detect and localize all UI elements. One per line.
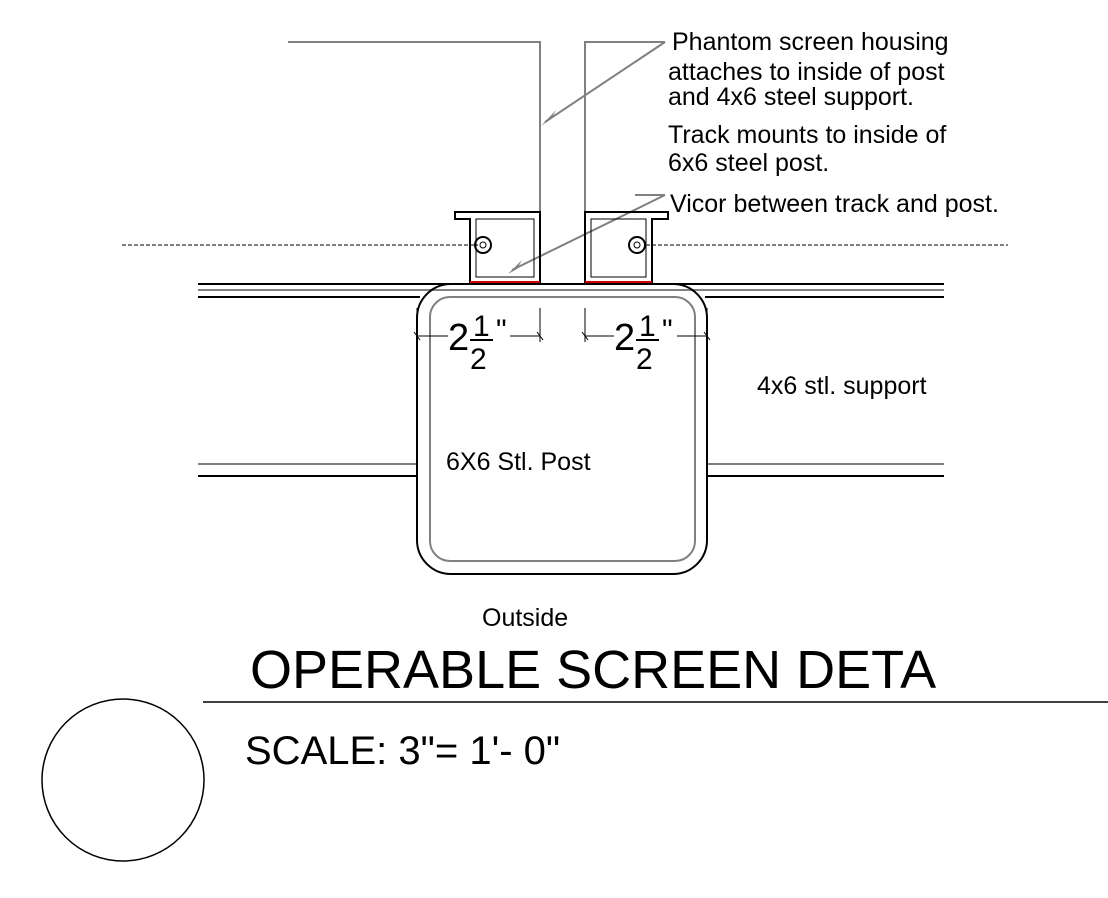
dimension-left-whole: 2	[448, 317, 469, 359]
label-support: 4x6 stl. support	[757, 372, 927, 400]
arrow-head-housing	[541, 110, 556, 126]
title-block: OPERABLE SCREEN DETA SCALE: 3"= 1'- 0"	[41, 640, 1108, 862]
dimension-right	[581, 308, 711, 342]
dimension-right-whole: 2	[614, 317, 635, 359]
right-track	[584, 211, 669, 284]
note-housing-line1: Phantom screen housing	[672, 28, 949, 56]
label-post: 6X6 Stl. Post	[446, 448, 591, 476]
detail-scale: SCALE: 3"= 1'- 0"	[245, 729, 560, 773]
detail-callout-circle	[41, 698, 205, 862]
left-track	[454, 211, 541, 284]
note-track-line1: Track mounts to inside of	[668, 121, 946, 149]
dimension-right-denominator: 2	[636, 343, 653, 376]
dimension-left	[413, 308, 544, 342]
dimension-left-numerator: 1	[473, 310, 490, 343]
note-housing-line3: and 4x6 steel support.	[668, 83, 914, 111]
steel-post	[416, 283, 708, 575]
leader-lines	[508, 41, 666, 274]
housing-outline	[288, 41, 665, 213]
dimension-left-denominator: 2	[470, 343, 487, 376]
detail-title: OPERABLE SCREEN DETA	[250, 640, 936, 700]
dimension-right-unit: "	[662, 314, 673, 347]
dimension-left-unit: "	[496, 314, 507, 347]
dimension-right-numerator: 1	[639, 310, 656, 343]
arrow-head-vicor	[508, 260, 522, 274]
note-housing-line2: attaches to inside of post	[668, 58, 945, 86]
note-track-line2: 6x6 steel post.	[668, 149, 829, 177]
note-vicor: Vicor between track and post.	[670, 190, 999, 218]
label-outside: Outside	[482, 604, 568, 632]
